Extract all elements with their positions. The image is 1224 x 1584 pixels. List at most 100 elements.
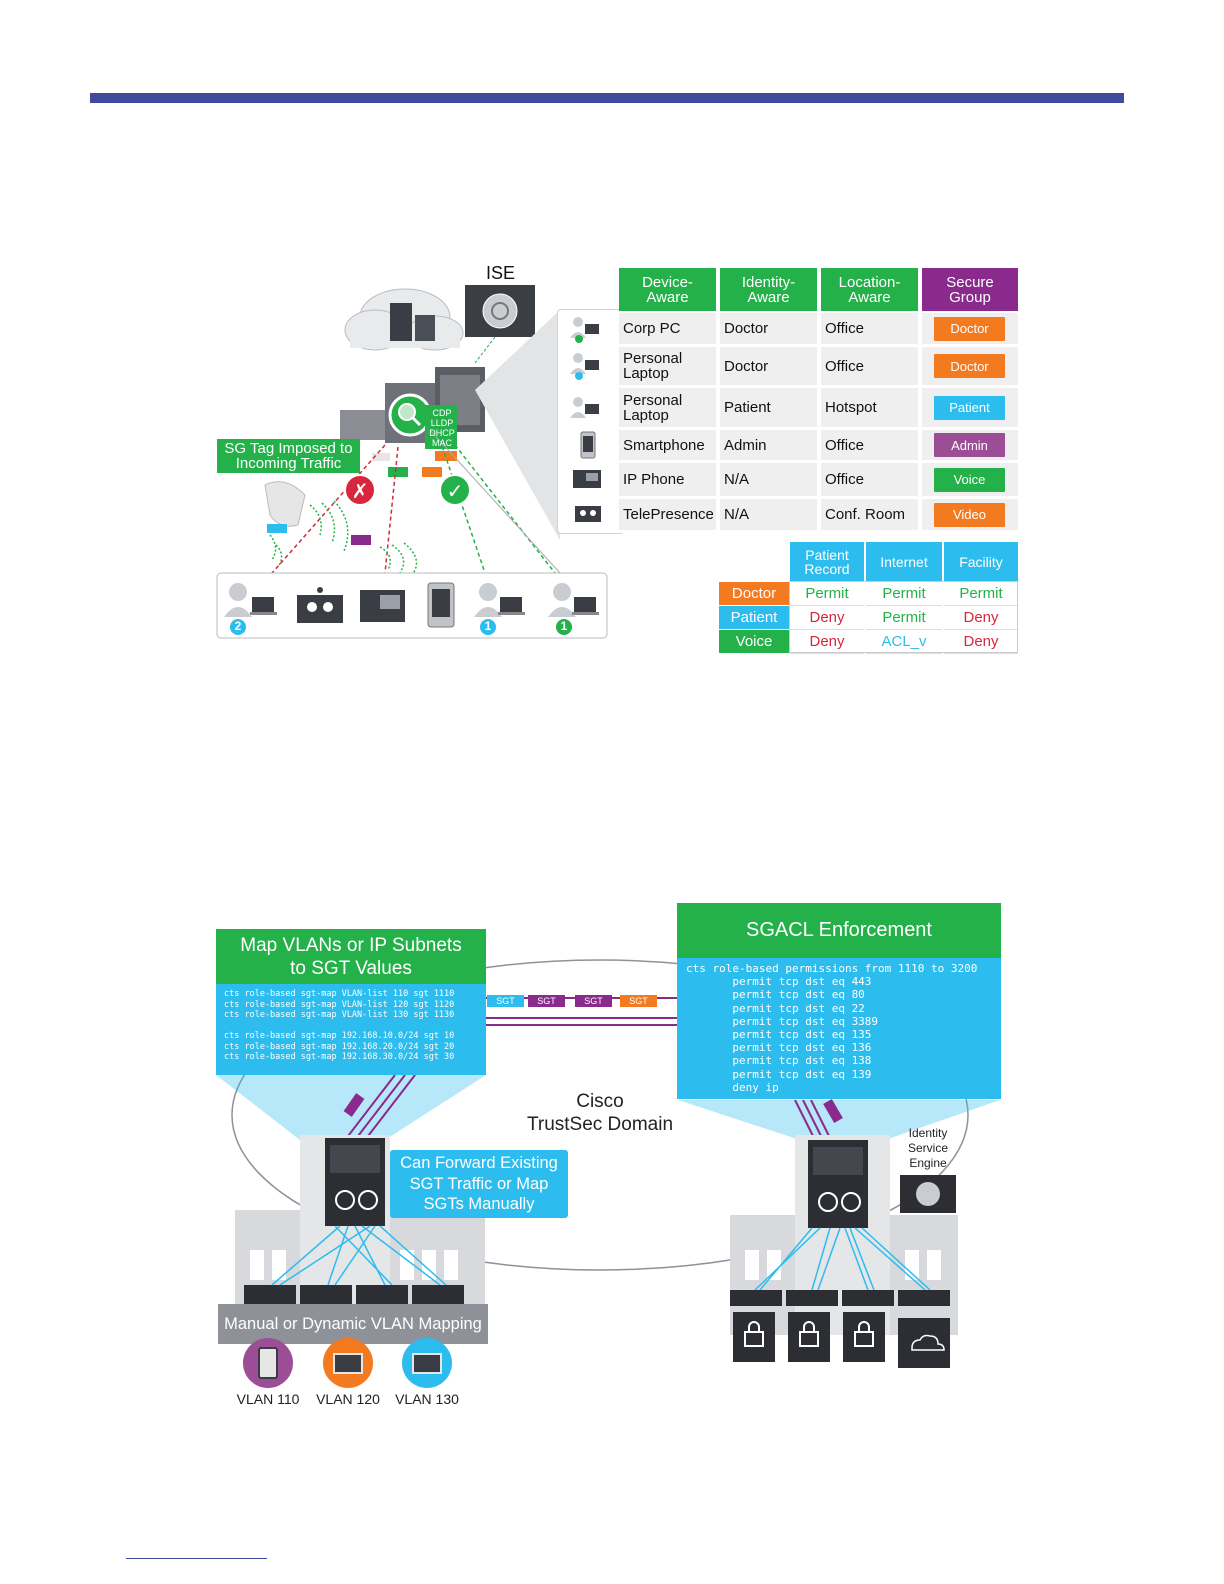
vlan-device-icon xyxy=(323,1338,373,1388)
endpoint-number: 1 xyxy=(560,619,568,633)
vlan-mapping-bar: Manual or Dynamic VLAN Mapping xyxy=(218,1304,488,1344)
table-cell-device: TelePresence xyxy=(619,499,716,530)
col-header-identity: Identity- Aware xyxy=(720,268,817,311)
policy-cell: Permit xyxy=(866,606,942,630)
sgt-tag: SGT xyxy=(487,995,524,1007)
smartphone-icon xyxy=(580,431,596,459)
table-cell-device: Corp PC xyxy=(619,313,716,344)
endpoint-number-badge xyxy=(230,619,246,635)
table-cell-location: Hotspot xyxy=(821,388,918,427)
policy-cell: Deny xyxy=(790,606,864,630)
policy-role-label: Doctor xyxy=(719,582,789,605)
col-header-secure-group: Secure Group xyxy=(922,268,1018,311)
table-cell-identity: Admin xyxy=(720,430,817,460)
laptop-icon xyxy=(333,1352,363,1374)
col-header-device: Device- Aware xyxy=(619,268,716,311)
person-laptop-icon xyxy=(570,397,599,418)
access-point-icon xyxy=(264,481,306,527)
policy-cell: Permit xyxy=(866,582,942,606)
sg-tag-label: SG Tag Imposed to Incoming Traffic xyxy=(217,439,360,473)
endpoint-number-badge xyxy=(556,619,572,635)
smartphone-icon xyxy=(427,582,455,628)
diagram2-trustsec-illustration xyxy=(216,959,1000,1368)
telepresence-icon xyxy=(575,506,601,522)
person-laptop-icon xyxy=(548,583,599,617)
policy-cell: Deny xyxy=(944,630,1018,654)
secure-group-badge: Video xyxy=(934,502,1005,527)
ise-caption: Identity Service Engine xyxy=(907,1126,948,1170)
header-rule xyxy=(90,93,1124,103)
person-laptop-icon xyxy=(224,583,277,617)
table-cell-identity: N/A xyxy=(720,463,817,496)
wireless-signal-icon xyxy=(269,500,418,576)
policy-col-header: Facility xyxy=(944,542,1018,582)
distribution-switch-icon xyxy=(325,1138,385,1226)
endpoint-number: 2 xyxy=(234,619,242,633)
table-cell-location: Office xyxy=(821,313,918,344)
secure-group-badge: Doctor xyxy=(934,316,1005,341)
switch-tag-list: CDP LLDP DHCP MAC xyxy=(429,408,455,448)
forward-sgt-callout: Can Forward Existing SGT Traffic or Map … xyxy=(390,1150,568,1218)
ise-appliance-icon xyxy=(900,1175,956,1213)
trustsec-domain-label: Cisco TrustSec Domain xyxy=(526,1091,674,1135)
telepresence-icon xyxy=(297,587,343,623)
vlan-label: VLAN 130 xyxy=(395,1391,459,1407)
ise-label: ISE xyxy=(486,263,516,283)
table-cell-device: Smartphone xyxy=(619,430,716,460)
policy-cell: Permit xyxy=(944,582,1018,606)
vlan-device-icon xyxy=(402,1338,452,1388)
device-icon-column xyxy=(557,309,622,534)
svg-text:✗: ✗ xyxy=(352,479,369,503)
vlan-device-icon xyxy=(243,1338,293,1388)
sgt-tag: SGT xyxy=(528,995,565,1007)
map-config-block: cts role-based sgt-map VLAN-list 110 sgt… xyxy=(216,984,486,1075)
table-cell-identity: Doctor xyxy=(720,347,817,385)
policy-role-label: Patient xyxy=(719,606,789,629)
endpoint-tray xyxy=(216,572,608,639)
table-cell-location: Office xyxy=(821,430,918,460)
person-laptop-icon xyxy=(570,353,599,380)
person-laptop-icon xyxy=(474,583,525,617)
table-cell-device: IP Phone xyxy=(619,463,716,496)
ise-appliance-icon xyxy=(465,285,535,337)
col-header-location: Location- Aware xyxy=(821,268,918,311)
table-cell-location: Office xyxy=(821,347,918,385)
deny-icon xyxy=(344,474,376,506)
table-cell-device: Personal Laptop xyxy=(619,388,716,427)
footer-rule xyxy=(126,1558,267,1559)
map-vlans-title: Map VLANs or IP Subnets to SGT Values xyxy=(216,929,486,984)
ip-phone-icon xyxy=(573,470,601,488)
permit-icon xyxy=(439,474,471,506)
access-switch-icon xyxy=(730,1290,950,1306)
policy-role-label: Voice xyxy=(719,630,789,653)
policy-col-header: Patient Record xyxy=(790,542,864,582)
trustsec-domain-ring xyxy=(231,959,969,1271)
table-cell-identity: N/A xyxy=(720,499,817,530)
cloud-server-icon xyxy=(898,1318,950,1368)
table-cell-identity: Patient xyxy=(720,388,817,427)
callout-wedge xyxy=(475,310,560,540)
diagram1-network-illustration: ✗ ✓ xyxy=(216,285,608,639)
server-lock-icon xyxy=(733,1312,885,1362)
endpoint-number: 1 xyxy=(484,619,492,633)
svg-text:✓: ✓ xyxy=(447,479,464,503)
laptop-icon xyxy=(412,1352,442,1374)
policy-cell: ACL_v xyxy=(866,630,942,654)
ip-phone-icon xyxy=(360,590,405,622)
vlan-label: VLAN 120 xyxy=(316,1391,380,1407)
secure-group-badge: Admin xyxy=(934,433,1005,457)
policy-cell: Deny xyxy=(790,630,864,654)
table-cell-location: Office xyxy=(821,463,918,496)
secure-group-badge: Doctor xyxy=(934,354,1005,378)
core-switch-icon xyxy=(340,367,485,443)
sgt-tag: SGT xyxy=(575,995,612,1007)
table-cell-device: Personal Laptop xyxy=(619,347,716,385)
smartphone-icon xyxy=(258,1347,278,1379)
access-switch-icon xyxy=(244,1285,464,1307)
sgacl-enforcement-title: SGACL Enforcement xyxy=(677,903,1001,958)
vlan-label: VLAN 110 xyxy=(236,1391,300,1407)
policy-col-header: Internet xyxy=(866,542,942,582)
sgt-tag: SGT xyxy=(620,995,657,1007)
person-pc-icon xyxy=(570,317,599,343)
enforce-config-block: cts role-based permissions from 1110 to … xyxy=(677,958,1001,1099)
